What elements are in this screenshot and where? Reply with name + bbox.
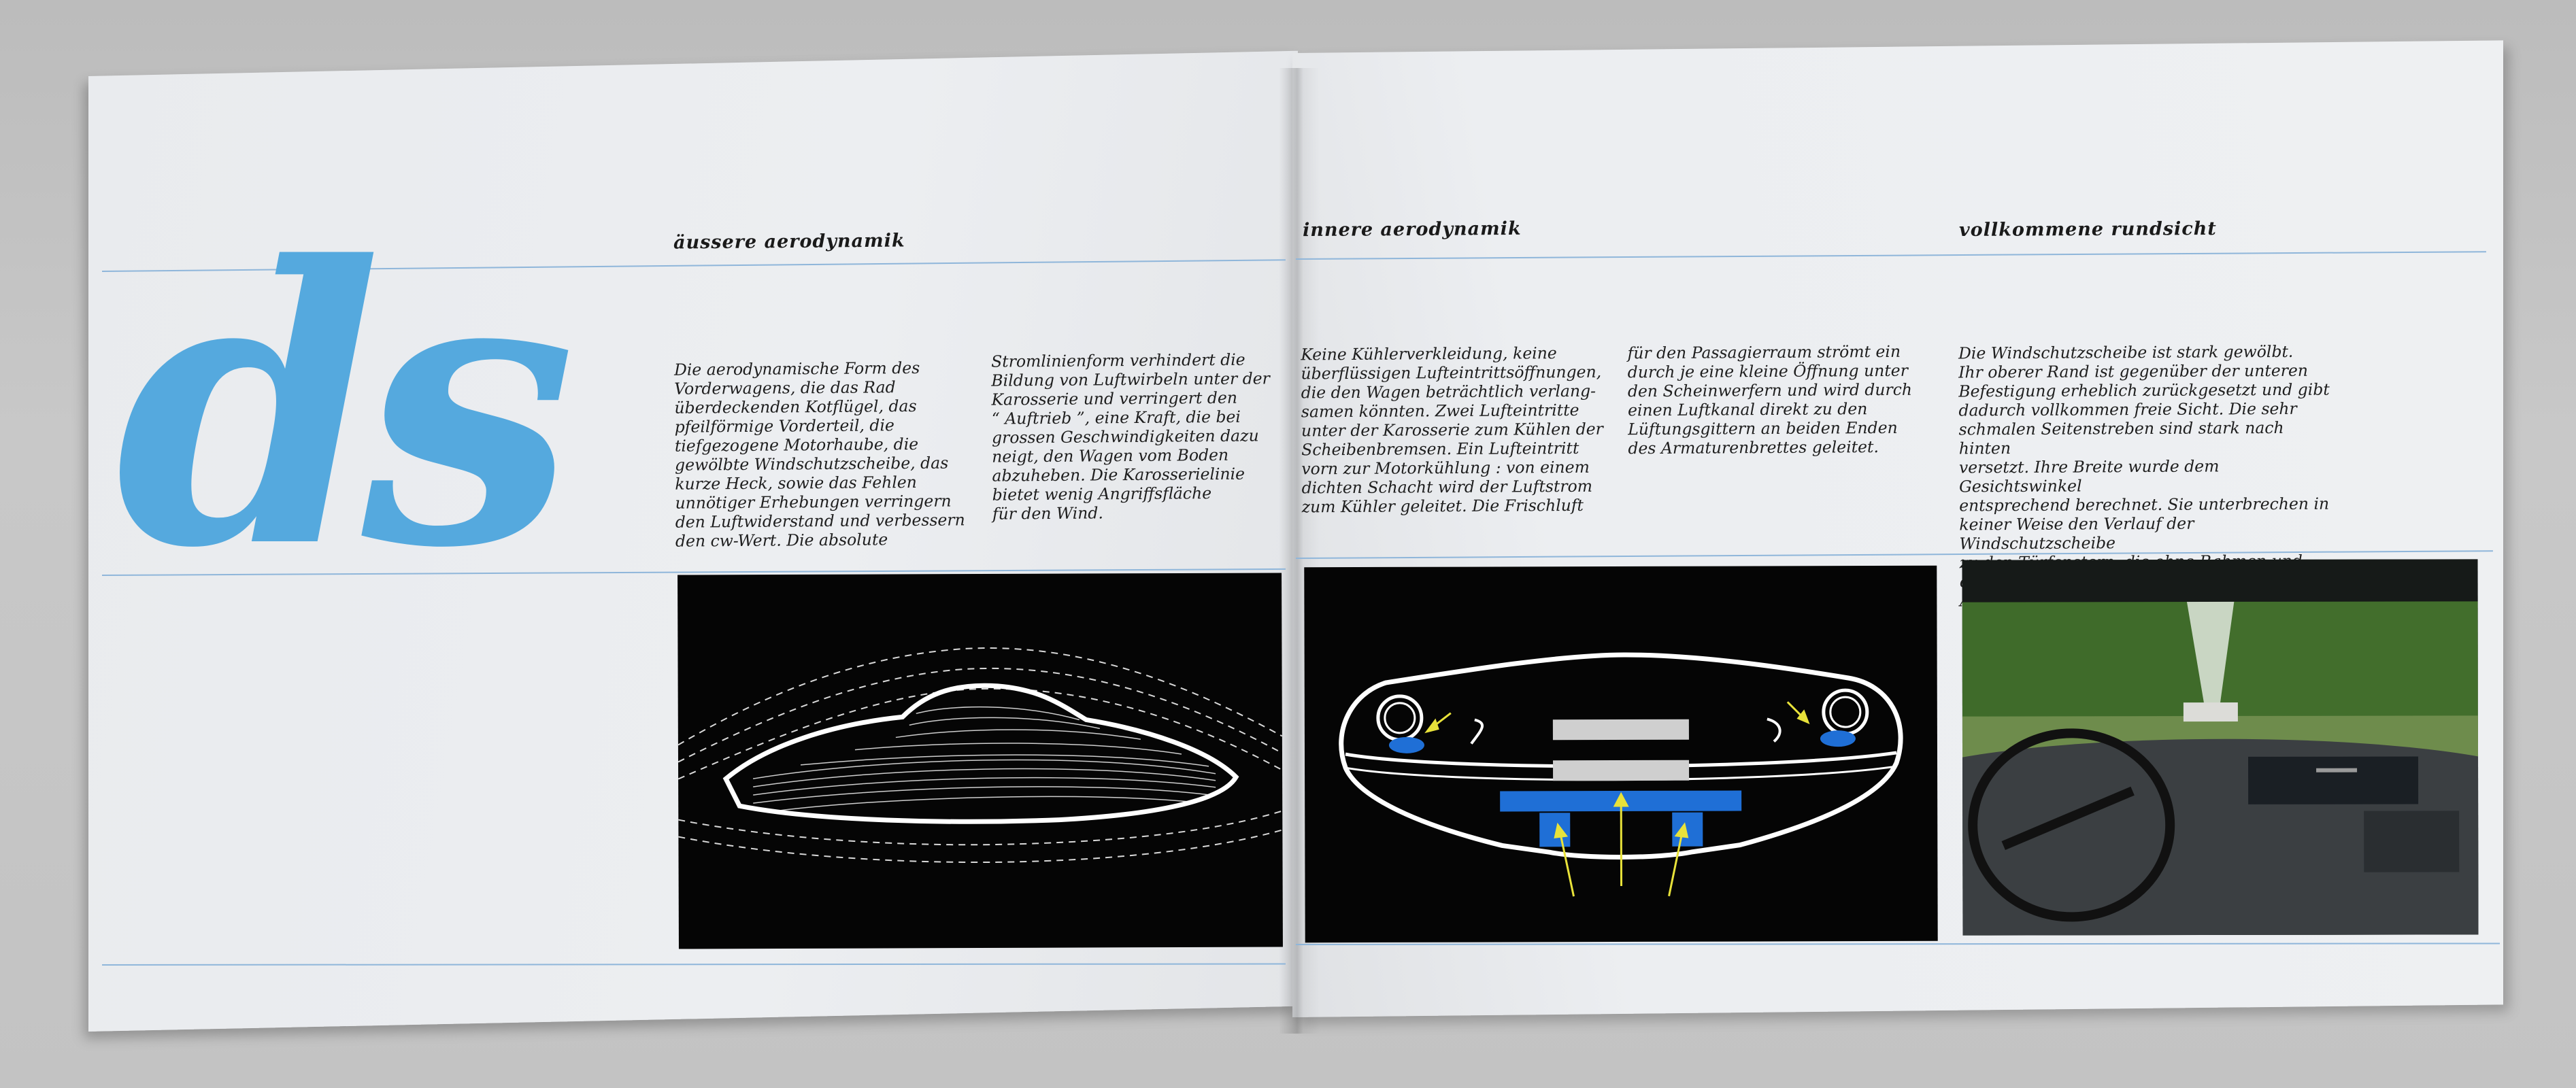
photo-dashboard-view <box>1962 559 2479 936</box>
illustration-outer-aerodynamics <box>678 573 1283 949</box>
text-column-4: für den Passagierraum strömt ein durch j… <box>1627 341 1913 458</box>
heading-aeussere-aerodynamik: äussere aerodynamik <box>673 230 905 254</box>
text-column-2: Stromlinienform verhindert die Bildung v… <box>991 350 1270 524</box>
dashboard-photo-graphic <box>1962 559 2479 936</box>
ds-logo: ds <box>116 184 576 632</box>
car-side-airflow-graphic <box>678 647 1283 864</box>
illustration-inner-aerodynamics <box>1304 565 1938 943</box>
text-column-1: Die aerodynamische Form des Vorderwagens… <box>673 358 965 551</box>
car-front-airflow-graphic <box>1339 652 1903 897</box>
heading-innere-aerodynamik: innere aerodynamik <box>1302 218 1522 241</box>
text-column-3: Keine Kühlerverkleidung, keine überflüss… <box>1301 343 1603 517</box>
heading-vollkommene-rundsicht: vollkommene rundsicht <box>1958 218 2217 241</box>
